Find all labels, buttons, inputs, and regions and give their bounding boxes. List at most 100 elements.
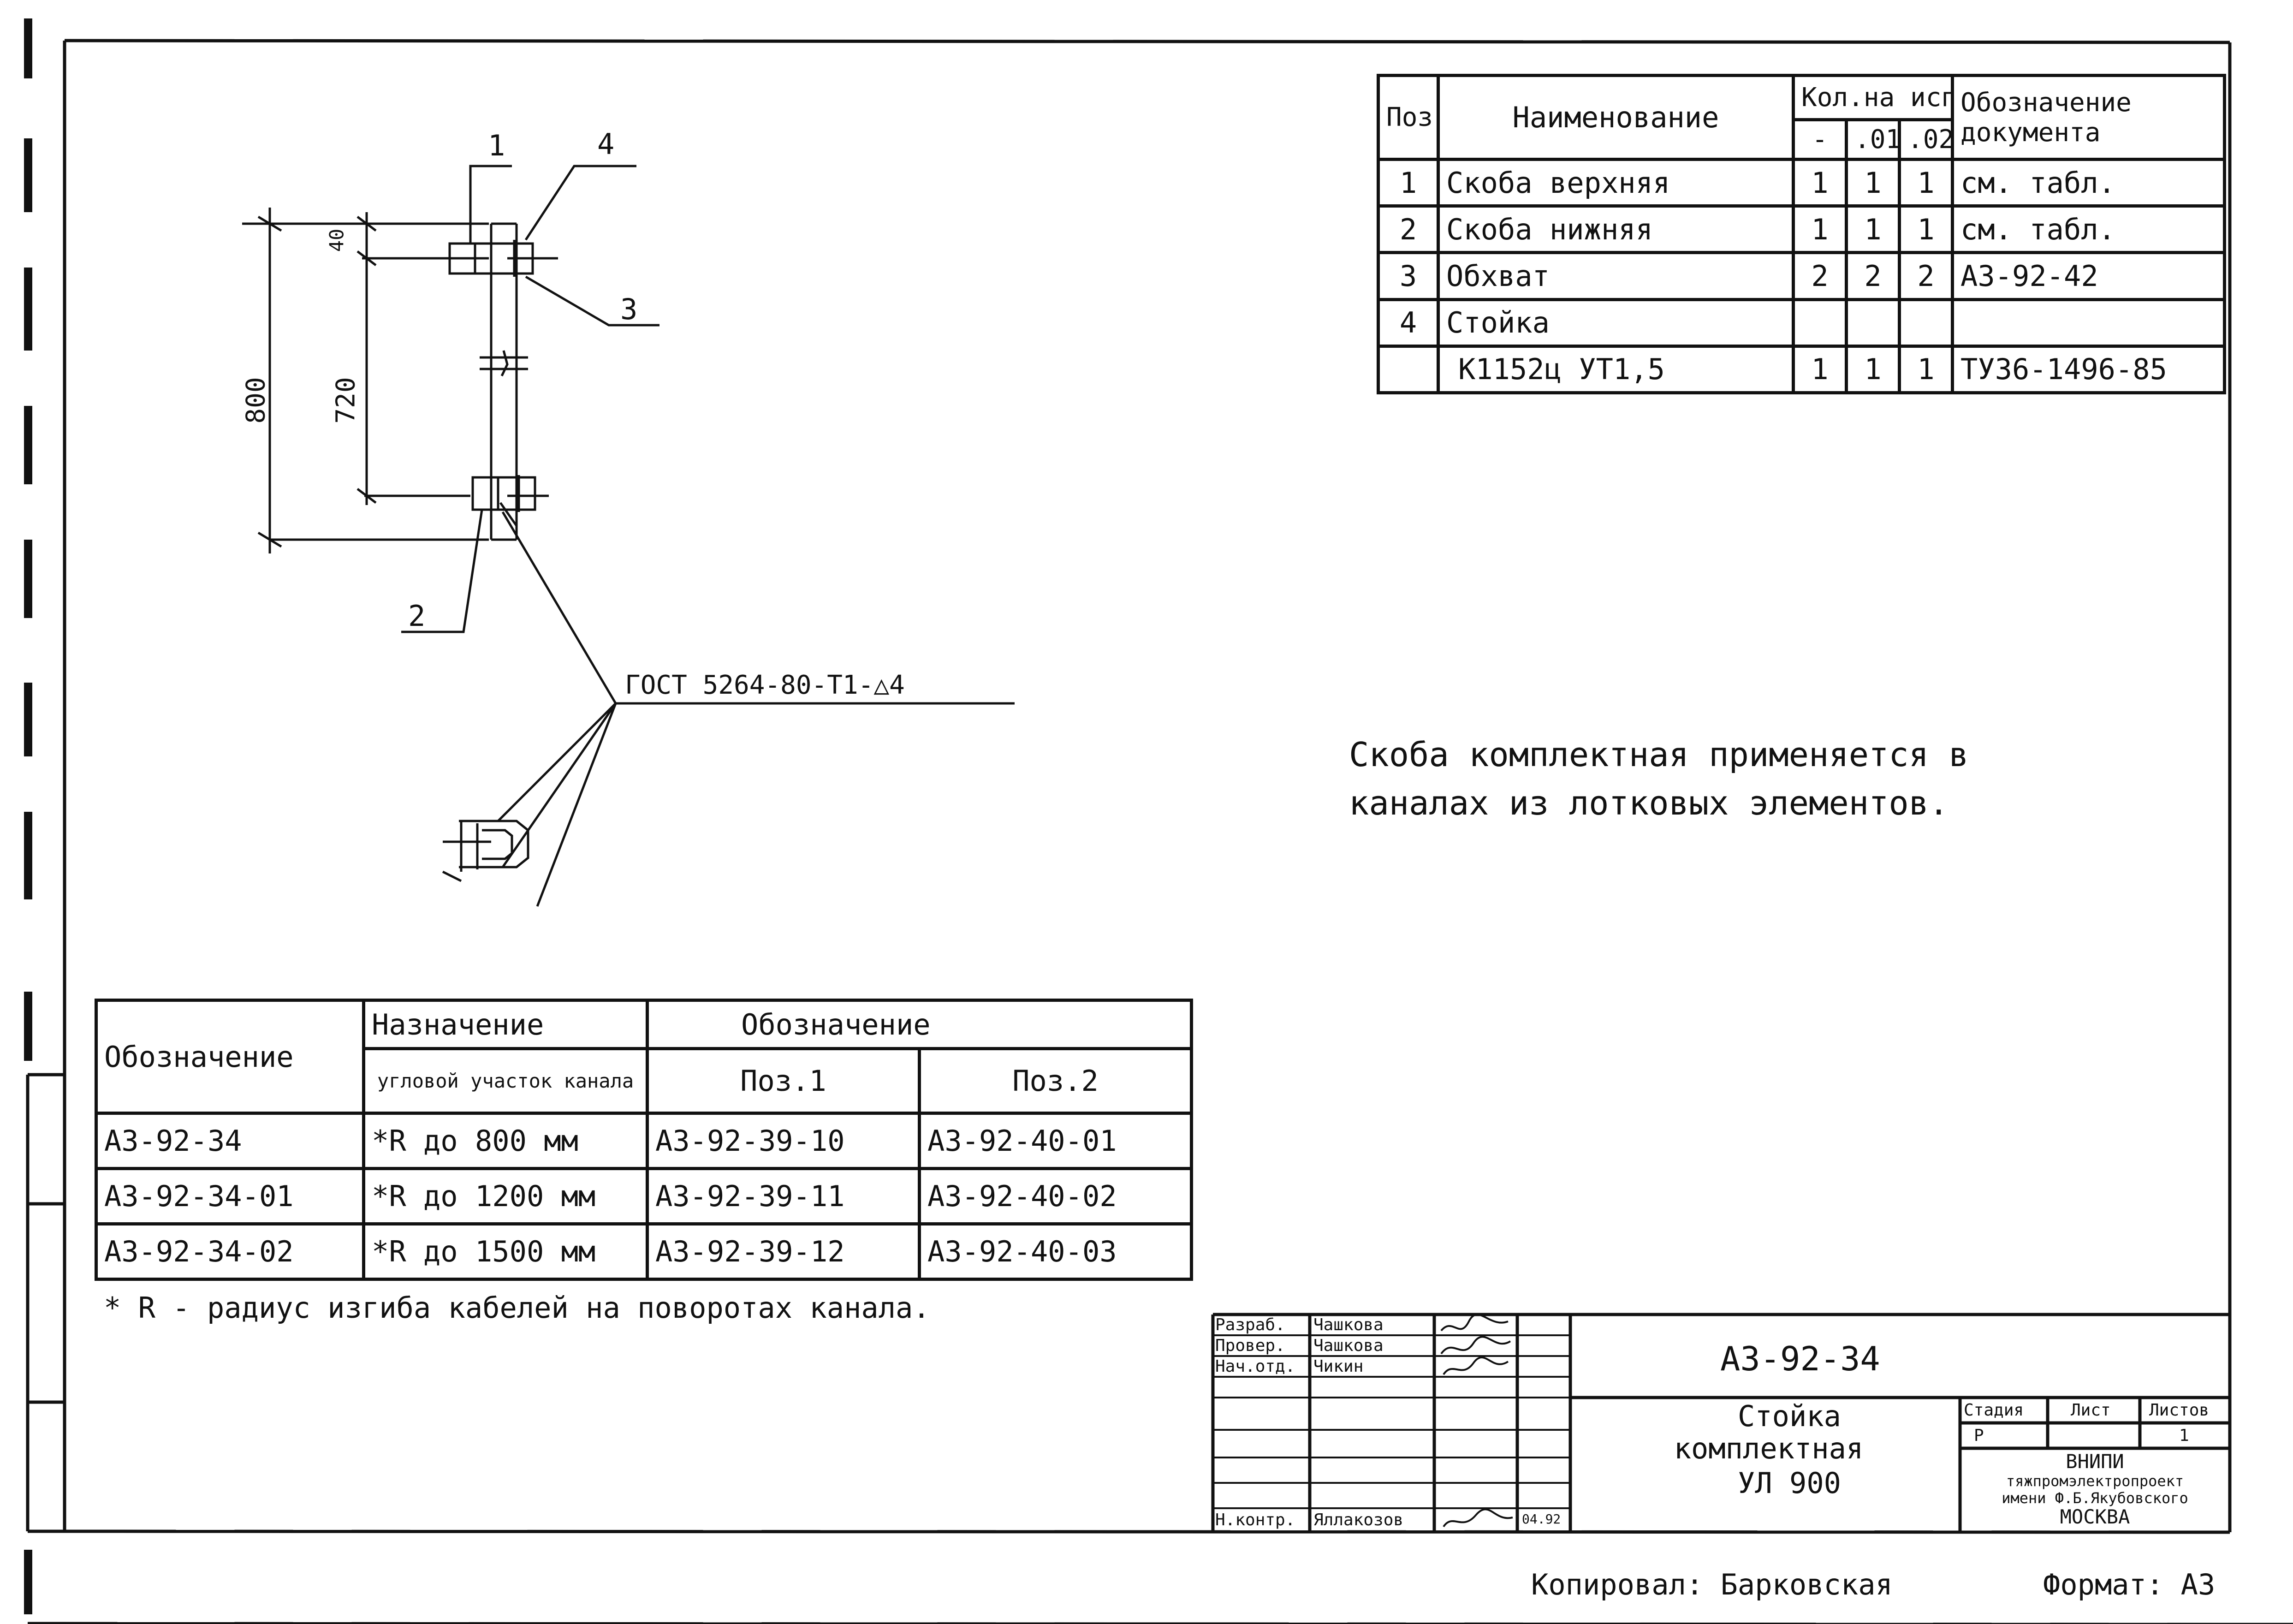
sheet-label: Лист: [2071, 1401, 2111, 1420]
pos2-cell: А3-92-40-03: [917, 1222, 1194, 1281]
header-name: Наименование: [1437, 73, 1795, 161]
pos1-cell: А3-92-39-10: [646, 1112, 921, 1170]
doc-cell: А3-92-42: [1951, 251, 2227, 301]
name-cell: Стойка: [1437, 297, 1795, 348]
qty-cell: [1792, 297, 1848, 348]
qty-cell: 1: [1897, 344, 1954, 395]
header-doc: Обозначение документа: [1951, 73, 2227, 161]
qty-cell: 2: [1845, 251, 1901, 301]
callout-3: 3: [620, 292, 638, 326]
header-qty: Кол.на исп.: [1791, 73, 1954, 122]
qty-cell: 1: [1792, 204, 1848, 255]
header-pos2: Поз.2: [917, 1047, 1194, 1115]
weld-note: ГОСТ 5264-80-Т1-△4: [625, 670, 905, 700]
doc-title-line3: УЛ 900: [1738, 1466, 1841, 1500]
org-line3: имени Ф.Б.Якубовского: [2002, 1489, 2188, 1507]
qty-cell: 1: [1792, 344, 1848, 395]
pos-cell: 2: [1377, 204, 1440, 255]
sign-role: Разраб.: [1215, 1315, 1285, 1334]
sheets-value: 1: [2179, 1426, 2189, 1445]
pos1-cell: А3-92-39-11: [646, 1167, 921, 1225]
designation-cell: А3-92-34-02: [95, 1222, 365, 1281]
pos-cell: 4: [1377, 297, 1440, 348]
sign-role: Нач.отд.: [1215, 1357, 1295, 1376]
pos1-cell: А3-92-39-12: [646, 1222, 921, 1281]
designation-cell: А3-92-34: [95, 1112, 365, 1170]
header-designation: Обозначение: [95, 999, 365, 1115]
sign-name: Чашкова: [1313, 1315, 1384, 1334]
name-cell: Скоба нижняя: [1437, 204, 1795, 255]
doc-cell: ТУ36-1496-85: [1951, 344, 2227, 395]
org-line1: ВНИПИ: [2066, 1450, 2124, 1473]
table-row: А3-92-34-02 *R до 1500 мм А3-92-39-12 А3…: [95, 1222, 1194, 1281]
name-cell: К1152ц УТ1,5: [1437, 344, 1795, 395]
dim-40: 40: [325, 228, 348, 252]
doc-title-line2: комплектная: [1674, 1432, 1864, 1465]
header-purpose: Назначение: [362, 999, 649, 1050]
header-pos: Поз.: [1377, 73, 1440, 161]
header-qty-col: .01: [1845, 118, 1901, 161]
sign-name: Чикин: [1313, 1357, 1364, 1376]
qty-cell: 1: [1845, 344, 1901, 395]
purpose-cell: *R до 800 мм: [362, 1112, 649, 1170]
name-cell: Обхват: [1437, 251, 1795, 301]
table-row: 4 Стойка: [1377, 297, 2227, 348]
table-row: К1152ц УТ1,5 1 1 1 ТУ36-1496-85: [1377, 344, 2227, 395]
qty-cell: [1845, 297, 1901, 348]
dim-800: 800: [241, 377, 271, 424]
variants-table: Обозначение Назначение Обозначение углов…: [95, 999, 1194, 1281]
header-qty-col: .02: [1897, 118, 1954, 161]
format-label: Формат: А3: [2043, 1568, 2216, 1601]
qty-cell: 1: [1792, 158, 1848, 208]
variants-footnote: * R - радиус изгиба кабелей на поворотах…: [104, 1291, 930, 1325]
callout-2: 2: [408, 599, 426, 633]
stage-label: Стадия: [1964, 1401, 2024, 1420]
name-cell: Скоба верхняя: [1437, 158, 1795, 208]
pos-cell: 1: [1377, 158, 1440, 208]
org-line4: МОСКВА: [2060, 1505, 2130, 1528]
qty-cell: [1897, 297, 1954, 348]
callout-1: 1: [488, 129, 505, 162]
sign-date: 04.92: [1522, 1511, 1561, 1527]
table-row: А3-92-34 *R до 800 мм А3-92-39-10 А3-92-…: [95, 1112, 1194, 1170]
pos-cell: [1377, 344, 1440, 395]
dim-720: 720: [331, 377, 361, 424]
callout-4: 4: [597, 127, 615, 161]
sign-role: Провер.: [1215, 1336, 1285, 1355]
pos2-cell: А3-92-40-01: [917, 1112, 1194, 1170]
table-row: 1 Скоба верхняя 1 1 1 см. табл.: [1377, 158, 2227, 208]
sign-name: Чашкова: [1313, 1336, 1384, 1355]
designation-cell: А3-92-34-01: [95, 1167, 365, 1225]
stage-value: Р: [1974, 1426, 1984, 1445]
sign-role: Н.контр.: [1215, 1511, 1295, 1529]
doc-cell: см. табл.: [1951, 204, 2227, 255]
doc-number: А3-92-34: [1720, 1339, 1880, 1378]
header-qty-col: -: [1792, 118, 1848, 161]
qty-cell: 1: [1897, 204, 1954, 255]
header-pos1: Поз.1: [646, 1047, 921, 1115]
org-line2: тяжпромэлектропроект: [2006, 1472, 2184, 1490]
qty-cell: 1: [1845, 204, 1901, 255]
table-row: А3-92-34-01 *R до 1200 мм А3-92-39-11 А3…: [95, 1167, 1194, 1225]
sheets-label: Листов: [2149, 1401, 2210, 1420]
header-purpose-sub: угловой участок канала: [362, 1047, 649, 1115]
doc-cell: [1951, 297, 2227, 348]
pos-cell: 3: [1377, 251, 1440, 301]
doc-title-line1: Стойка: [1738, 1399, 1841, 1433]
qty-cell: 1: [1845, 158, 1901, 208]
header-doc-line2: документа: [1960, 117, 2101, 148]
qty-cell: 2: [1897, 251, 1954, 301]
specification-table: Поз. Наименование Кол.на исп. Обозначени…: [1377, 73, 2227, 395]
header-doc-line1: Обозначение: [1960, 87, 2132, 118]
doc-cell: см. табл.: [1951, 158, 2227, 208]
qty-cell: 1: [1897, 158, 1954, 208]
qty-cell: 2: [1792, 251, 1848, 301]
sign-name: Яллакозов: [1313, 1511, 1404, 1529]
table-row: 2 Скоба нижняя 1 1 1 см. табл.: [1377, 204, 2227, 255]
table-row: 3 Обхват 2 2 2 А3-92-42: [1377, 251, 2227, 301]
copied-by: Копировал: Барковская: [1531, 1568, 1893, 1601]
note-line-2: каналах из лотковых элементов.: [1349, 784, 1949, 822]
purpose-cell: *R до 1500 мм: [362, 1222, 649, 1281]
pos2-cell: А3-92-40-02: [917, 1167, 1194, 1225]
purpose-cell: *R до 1200 мм: [362, 1167, 649, 1225]
